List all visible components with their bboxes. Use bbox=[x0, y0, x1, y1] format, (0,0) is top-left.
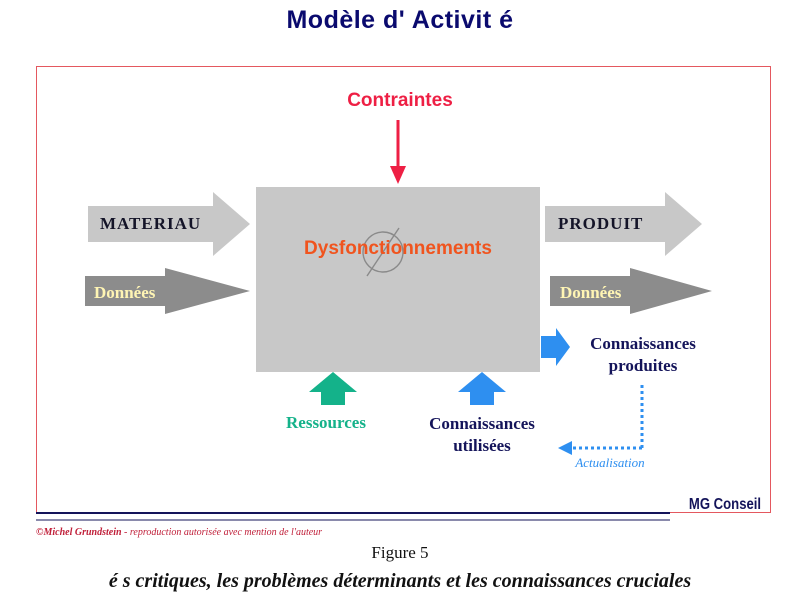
brand-bars bbox=[36, 512, 670, 521]
produit-label: PRODUIT bbox=[558, 214, 644, 233]
connaissances-arrow bbox=[458, 372, 506, 405]
copyright-text: - reproduction autorisée avec mention de… bbox=[121, 527, 323, 538]
constraint-label: Contraintes bbox=[347, 90, 453, 111]
copyright-notice: ©Michel Grundstein - reproduction autori… bbox=[36, 527, 536, 538]
constraint-arrow bbox=[390, 120, 406, 184]
input-arrow-materiau bbox=[88, 192, 250, 256]
actualisation-feedback bbox=[558, 385, 644, 455]
ressources-arrow bbox=[309, 372, 357, 405]
produced-knowledge-label: Connaissances produites bbox=[568, 333, 718, 377]
diagram-title: Modèle d' Activit é bbox=[286, 6, 514, 34]
figure-caption: é s critiques, les problèmes déterminant… bbox=[108, 570, 692, 592]
actualisation-label: Actualisation bbox=[575, 455, 645, 470]
output-donnees-label: Données bbox=[560, 283, 622, 302]
produced-line-1: Connaissances bbox=[590, 334, 696, 353]
used-knowledge-label: Connaissances utilisées bbox=[407, 413, 557, 457]
produced-line-2: produites bbox=[608, 356, 678, 375]
ressources-label: Ressources bbox=[286, 413, 366, 432]
used-line-2: utilisées bbox=[453, 436, 511, 455]
copyright-author: ©Michel Grundstein bbox=[36, 527, 122, 538]
activity-box bbox=[256, 187, 540, 372]
output-arrow-donnees bbox=[550, 268, 712, 314]
produced-arrow bbox=[541, 328, 570, 366]
materiau-label: MATERIAU bbox=[100, 214, 202, 233]
input-donnees-label: Données bbox=[94, 283, 156, 302]
input-arrow-donnees bbox=[85, 268, 250, 314]
figure-label: Figure 5 bbox=[371, 543, 429, 562]
output-arrow-produit bbox=[545, 192, 702, 256]
brand-logo: MG Conseil bbox=[688, 496, 762, 513]
used-line-1: Connaissances bbox=[429, 414, 535, 433]
dysfonctionnements-label: Dysfonctionnements bbox=[304, 238, 492, 259]
empty-set-icon bbox=[362, 227, 404, 277]
